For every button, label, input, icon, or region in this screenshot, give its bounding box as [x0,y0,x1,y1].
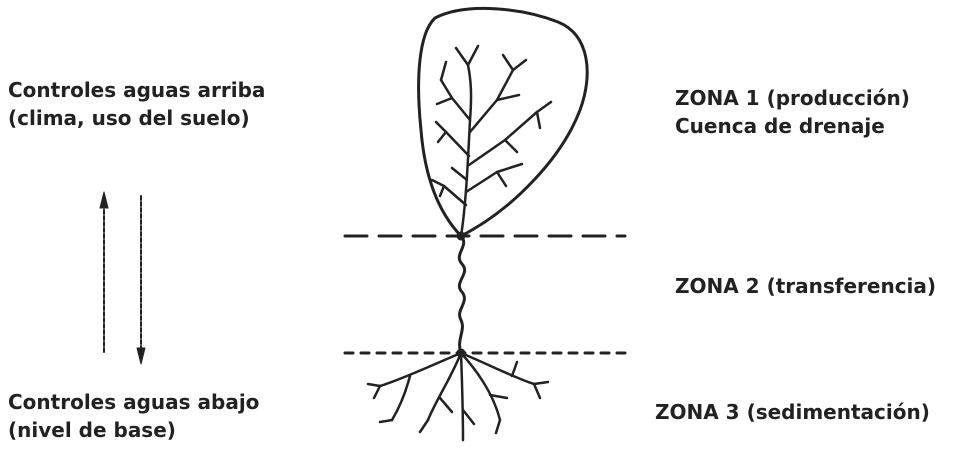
zone-2-label: ZONA 2 (transferencia) [675,272,936,300]
upstream-controls-line2: (clima, uso del suelo) [8,104,265,132]
downstream-controls-label: Controles aguas abajo (nivel de base) [8,388,259,444]
downstream-controls-line1: Controles aguas abajo [8,388,259,416]
downstream-controls-line2: (nivel de base) [8,416,259,444]
downward-arrow-head [137,348,145,364]
drainage-basin-outline [419,8,588,236]
zone-2-title: ZONA 2 (transferencia) [675,272,936,300]
upward-arrow-head [100,192,108,208]
tributary-network [432,46,551,236]
zone-3-title: ZONA 3 (sedimentación) [655,398,930,426]
upper-node [457,232,465,240]
upstream-controls-label: Controles aguas arriba (clima, uso del s… [8,76,265,132]
zone-1-title: ZONA 1 (producción) [675,84,910,112]
controls-arrows [100,192,145,364]
zone-1-label: ZONA 1 (producción) Cuenca de drenaje [675,84,910,140]
zone-3-label: ZONA 3 (sedimentación) [655,398,930,426]
upstream-controls-line1: Controles aguas arriba [8,76,265,104]
transfer-channel [459,236,464,353]
zone-1-subtitle: Cuenca de drenaje [675,112,910,140]
distributary-network [368,353,548,440]
